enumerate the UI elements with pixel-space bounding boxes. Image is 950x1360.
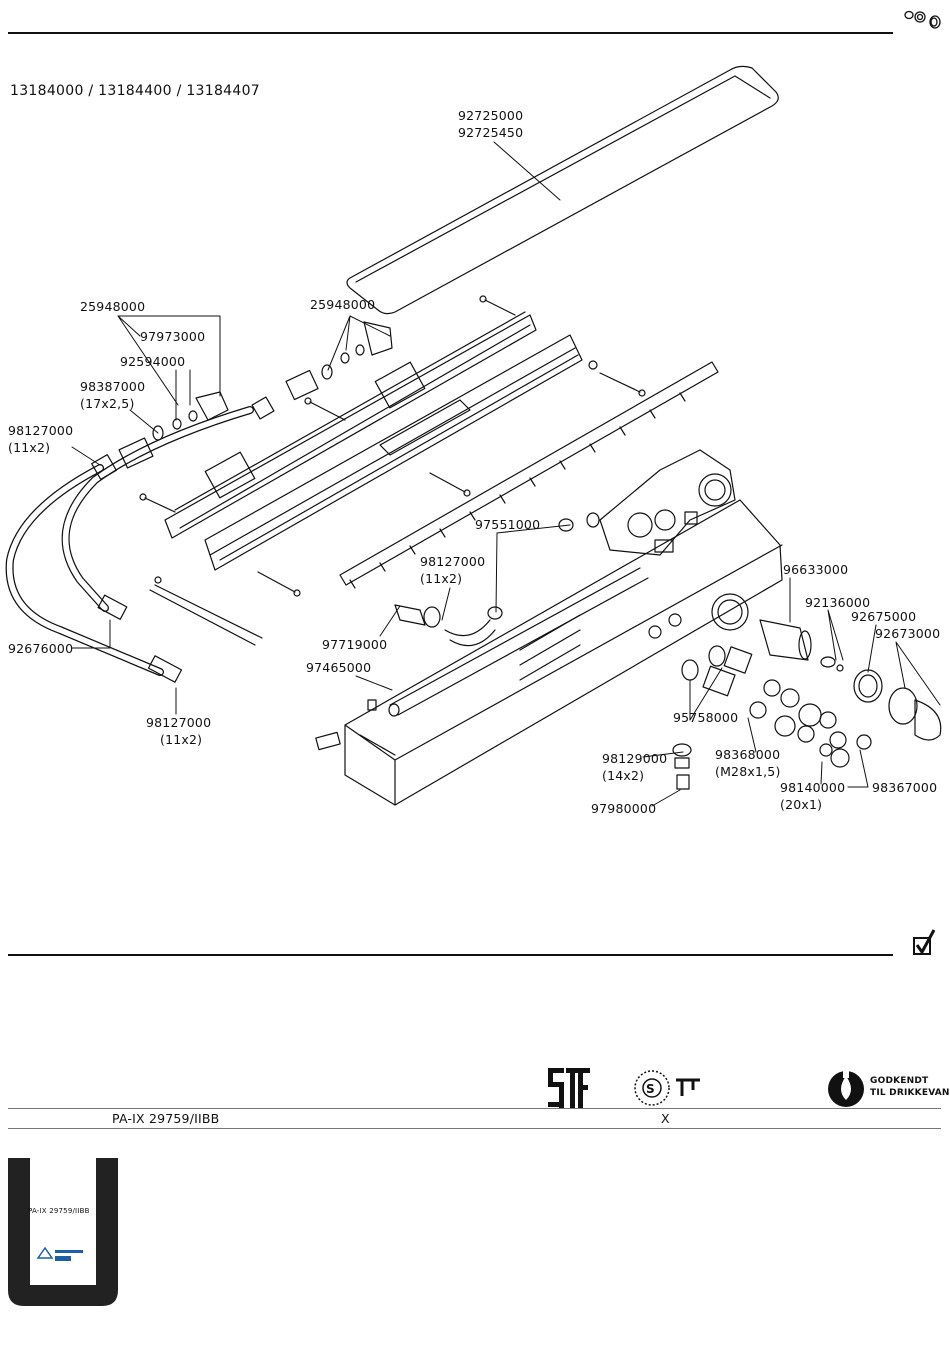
approval-mark: X [661,1111,670,1126]
part-98127000-a-size: (11x2) [8,440,51,455]
pipe [389,567,649,716]
model-numbers: 13184000 / 13184400 / 13184407 [10,83,261,99]
table-top-rule [8,1108,941,1109]
part-98127000-b-size: (11x2) [420,571,463,586]
housing-frame [344,499,783,806]
part-98367000: 98367000 [872,780,938,795]
part-25948000-right: 25948000 [310,297,376,312]
knob [914,699,942,741]
cartridge [759,619,809,661]
part-98140000-size: (20x1) [780,797,823,812]
part-92675000: 92675000 [851,609,917,624]
badge-test-number: PA-IX 29759/IIBB [28,1207,90,1215]
part-92725450: 92725450 [458,125,524,140]
part-97973000: 97973000 [140,329,206,344]
svg-text:S: S [646,1082,655,1096]
rail-toothed [339,361,719,586]
part-98127000-a: 98127000 [8,423,74,438]
part-92673000: 92673000 [875,626,941,641]
rail-left [164,314,537,539]
test-number: PA-IX 29759/IIBB [112,1111,220,1126]
cover-plate [346,65,779,315]
godkendt-logo [828,1068,864,1107]
top-rule [8,32,893,34]
table-bottom-rule [8,1128,941,1129]
part-25948000-left: 25948000 [80,299,146,314]
part-97719000: 97719000 [322,637,388,652]
rail-center [204,334,583,571]
part-98387000-size: (17x2,5) [80,396,135,411]
part-97980000: 97980000 [591,801,657,816]
part-97465000: 97465000 [306,660,372,675]
part-98368000-size: (M28x1,5) [715,764,781,779]
part-98127000-c: 98127000 [146,715,212,730]
part-98127000-c-size: (11x2) [160,732,203,747]
part-98127000-b: 98127000 [420,554,486,569]
part-98387000: 98387000 [80,379,146,394]
part-92136000: 92136000 [805,595,871,610]
stf-logo [548,1068,590,1108]
godkendt-text-1: GODKENDT [870,1076,929,1086]
part-98129000-size: (14x2) [602,768,645,783]
valve-body [599,449,736,556]
godkendt-text-2: TIL DRIKKEVAND [870,1088,950,1098]
exploded-parts-diagram [5,65,942,807]
part-92594000: 92594000 [120,354,186,369]
tuv-lga-logo [36,1246,83,1261]
part-96633000: 96633000 [783,562,849,577]
section-rule [8,954,893,956]
part-95758000: 95758000 [673,710,739,725]
part-92725000: 92725000 [458,108,524,123]
part-92676000: 92676000 [8,641,74,656]
kiwa-logo: S [634,1070,700,1106]
part-98368000: 98368000 [715,747,781,762]
part-98129000: 98129000 [602,751,668,766]
part-97551000: 97551000 [475,517,541,532]
part-98140000: 98140000 [780,780,846,795]
